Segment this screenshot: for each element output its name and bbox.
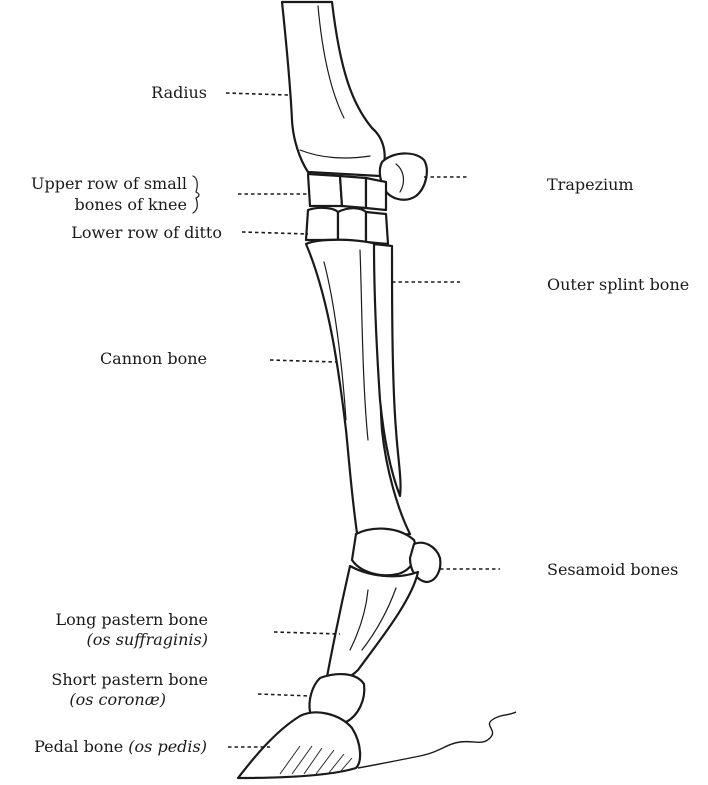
label-long-pastern: Long pastern bone: [56, 610, 208, 629]
label-lower-row: Lower row of ditto: [71, 223, 222, 242]
label-pedal-prefix: Pedal bone: [34, 737, 128, 756]
radius-bone: [282, 2, 385, 176]
upper-row-brace: [193, 176, 199, 213]
leg-bones-illustration: [238, 2, 516, 778]
pedal-bone: [238, 712, 360, 778]
lower-row-knee-bones: [306, 208, 388, 244]
long-pastern-bone: [326, 566, 418, 682]
label-pedal-latin: (os pedis): [128, 737, 207, 756]
label-short-pastern: Short pastern bone: [51, 670, 208, 689]
label-trapezium: Trapezium: [547, 175, 634, 194]
label-long-pastern-latin: (os suffraginis): [87, 630, 208, 649]
label-upper-row-line1: Upper row of small: [31, 174, 187, 193]
label-sesamoid-bones: Sesamoid bones: [547, 560, 678, 579]
label-short-pastern-latin: (os coronæ): [69, 690, 166, 709]
label-outer-splint-bone: Outer splint bone: [547, 275, 689, 294]
label-cannon-bone: Cannon bone: [100, 349, 207, 368]
upper-row-knee-bones: [308, 174, 386, 210]
label-radius: Radius: [151, 83, 207, 102]
ground-line: [358, 712, 516, 768]
label-pedal-bone: Pedal bone (os pedis): [34, 737, 207, 756]
label-upper-row-line2: bones of knee: [74, 195, 187, 214]
